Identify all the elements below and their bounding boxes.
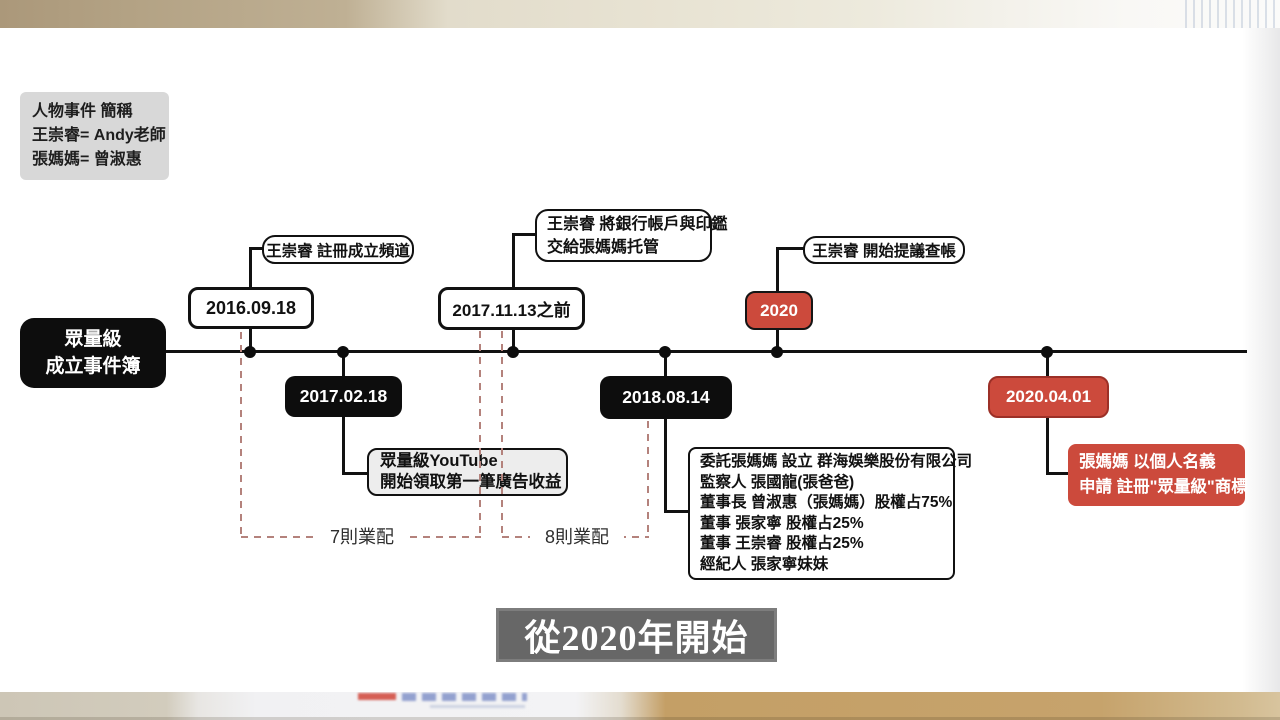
background-photo-bottom	[0, 692, 1280, 720]
canvas-right-shading	[1242, 28, 1280, 692]
event-date: 2017.02.18	[299, 386, 388, 406]
video-caption: 從2020年開始	[496, 608, 777, 662]
callout-register-channel: 王崇睿 註冊成立頻道	[262, 235, 414, 264]
event-date: 2020.04.01	[1005, 387, 1092, 406]
connector-201711-stem	[511, 329, 515, 351]
legend-line-mama: 張媽媽= 曾淑惠	[32, 151, 142, 168]
paper-logo-blue	[402, 693, 527, 701]
timeline-dot-2020	[771, 346, 783, 358]
timeline-title-line1: 眾量級	[64, 329, 122, 350]
callout-text: 王崇睿 註冊成立頻道	[266, 242, 410, 260]
window-blinds	[1185, 0, 1280, 28]
connector-201711-callout	[511, 233, 536, 288]
event-node-2020-04-01: 2020.04.01	[988, 376, 1109, 418]
callout-audit-proposal: 王崇睿 開始提議查帳	[803, 236, 965, 264]
event-date: 2018.08.14	[622, 387, 710, 407]
span1-left-dash	[240, 332, 242, 537]
callout-text-line1: 王崇睿 將銀行帳戶與印鑑	[547, 215, 728, 233]
event-node-2016-09-18: 2016.09.18	[188, 287, 314, 329]
background-photo-top	[0, 0, 1280, 28]
timeline-dot-2018-08-14	[659, 346, 671, 358]
event-date: 2017.11.13之前	[452, 301, 571, 320]
connector-2016-stem	[248, 329, 252, 351]
connector-2016-callout	[248, 247, 263, 288]
legend-box: 人物事件 簡稱 王崇睿= Andy老師 張媽媽= 曾淑惠	[20, 92, 169, 180]
span2-label: 8則業配	[530, 524, 624, 550]
desk-shadow	[0, 717, 1280, 720]
note-line2: 監察人 張國龍(張爸爸)	[700, 473, 855, 491]
legend-line-andy: 王崇睿= Andy老師	[32, 127, 166, 144]
event-date: 2020	[760, 300, 798, 320]
event-node-2017-02-18: 2017.02.18	[285, 376, 402, 417]
connector-201808-note	[663, 418, 690, 513]
timeline-dot-2017-02-18	[337, 346, 349, 358]
event-node-2018-08-14: 2018.08.14	[600, 376, 732, 419]
paper-logo-subtext	[430, 705, 525, 708]
timeline-dot-2020-04-01	[1041, 346, 1053, 358]
note-line6: 經紀人 張家寧妹妹	[700, 555, 829, 573]
span1-label: 7則業配	[315, 524, 409, 550]
note-line3: 董事長 曾淑惠（張媽媽）股權占75%	[700, 494, 953, 511]
event-date: 2016.09.18	[205, 297, 297, 318]
note-line2: 開始領取第一筆廣告收益	[380, 473, 562, 491]
connector-2020-callout	[775, 247, 804, 292]
event-node-2017-11-13: 2017.11.13之前	[438, 287, 585, 330]
connector-201702-stem	[341, 352, 345, 377]
connector-202004-stem	[1045, 352, 1049, 377]
note-trademark-registration: 張媽媽 以個人名義 申請 註冊"眾量級"商標	[1068, 444, 1248, 506]
span1-right-dash	[479, 331, 481, 537]
connector-2020-stem	[775, 329, 779, 351]
timeline-dot-2017-11-13	[507, 346, 519, 358]
event-node-2020: 2020	[745, 291, 813, 330]
span2-right-dash	[647, 421, 649, 537]
timeline-dot-2016-09-18	[244, 346, 256, 358]
note-company-founding: 委託張媽媽 設立 群海娛樂股份有限公司 監察人 張國龍(張爸爸) 董事長 曾淑惠…	[688, 447, 973, 580]
connector-202004-note	[1045, 417, 1069, 475]
note-line1: 張媽媽 以個人名義	[1079, 453, 1216, 471]
callout-bank-account: 王崇睿 將銀行帳戶與印鑑 交給張媽媽托管	[535, 209, 727, 262]
legend-line-title: 人物事件 簡稱	[32, 103, 133, 120]
callout-text-line2: 交給張媽媽托管	[547, 238, 660, 256]
callout-text: 王崇睿 開始提議查帳	[812, 243, 956, 260]
timeline-title-line2: 成立事件簿	[45, 356, 141, 377]
timeline-title-box: 眾量級 成立事件簿	[20, 318, 166, 388]
span2-left-dash	[501, 331, 503, 537]
connector-201702-note	[341, 416, 368, 475]
connector-201808-stem	[663, 352, 667, 377]
note-line5: 董事 王崇睿 股權占25%	[700, 535, 864, 552]
note-line4: 董事 張家寧 股權占25%	[700, 514, 864, 532]
note-line2: 申請 註冊"眾量級"商標	[1079, 478, 1248, 496]
note-line1: 委託張媽媽 設立 群海娛樂股份有限公司	[700, 453, 973, 470]
timeline-axis	[166, 350, 1247, 353]
note-youtube-revenue: 眾量級YouTube 開始領取第一筆廣告收益	[367, 448, 568, 496]
note-line1: 眾量級YouTube	[380, 452, 498, 470]
paper-logo-red	[358, 693, 396, 700]
